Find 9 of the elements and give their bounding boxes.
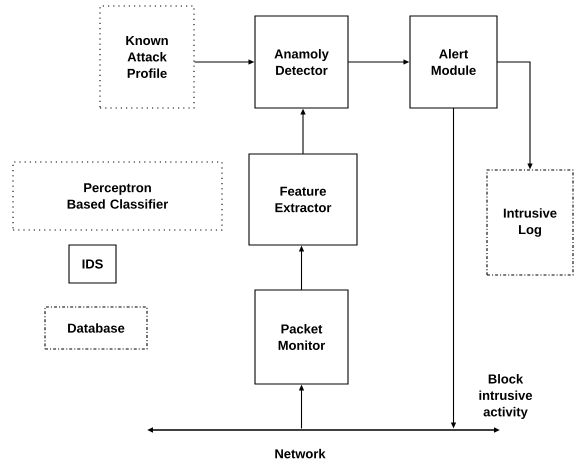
process-box: Feature Extractor [248, 153, 358, 246]
dotted-box: Perceptron Based Classifier [12, 161, 223, 231]
process-box: Alert Module [409, 15, 498, 109]
bus-label: Network [275, 448, 326, 458]
dotted-box: Known Attack Profile [99, 5, 195, 109]
process-box: Packet Monitor [254, 289, 349, 385]
process-box: Anamoly Detector [254, 15, 349, 109]
process-box: IDS [68, 244, 117, 284]
edge-label: Block intrusive activity [479, 374, 532, 420]
